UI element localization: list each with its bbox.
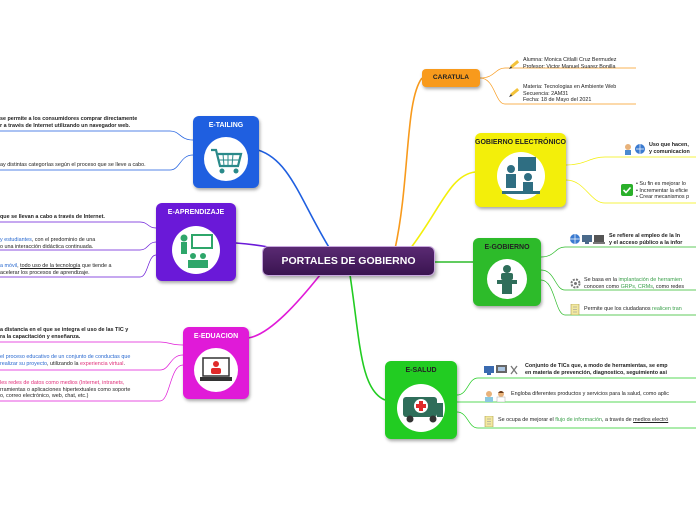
computer-tools-icon: [484, 365, 518, 375]
caratula-date: Fecha: 18 de Mayo del 2021: [523, 97, 592, 104]
e-educacion-text-1-line-1: a distancia en el que se integra el uso …: [0, 327, 129, 333]
e-salud-text-3: Se ocupa de mejorar el flujo de informac…: [498, 417, 668, 424]
government-officials-icon: [496, 152, 545, 200]
e-gobierno-text-2c: conocen como: [584, 283, 621, 290]
document-icon: [570, 304, 580, 315]
e-educacion-text-1: a distancia en el que se integra el uso …: [0, 327, 128, 340]
e-educacion-text-2e: .: [123, 360, 125, 367]
caratula-subject: Materia: Tecnologias en Ambiente Web: [523, 84, 617, 90]
e-aprendizaje-node[interactable]: E-APRENDIZAJE: [156, 203, 236, 281]
e-educacion-text-2a: el proceso educativo de un conjunto de c…: [0, 354, 131, 360]
caratula-sequence: Secuencia: 2AM31: [523, 90, 569, 97]
gear-icon: [570, 278, 581, 289]
e-gobierno-grps: GRPs, CRMs: [620, 283, 653, 290]
e-educacion-title: E-EDUACION: [193, 333, 239, 340]
e-educacion-text-3a: les redes de datos como medios (Internet…: [0, 380, 125, 386]
e-aprendizaje-tech-use: todo uso de la tecnología: [20, 263, 81, 269]
ambulance-icon: [397, 384, 445, 432]
e-salud-node[interactable]: E-SALUD: [385, 361, 457, 439]
gobierno-electronico-node[interactable]: GOBIERNO ELECTRÓNICO: [475, 133, 566, 207]
e-salud-text-2: Engloba diferentes productos y servicios…: [511, 391, 669, 397]
e-educacion-project: realizar su proyecto: [0, 360, 48, 367]
e-gobierno-text-3a: Permite que los ciudadanos: [584, 306, 653, 312]
e-salud-text-3a: Se ocupa de mejorar el: [498, 417, 556, 423]
e-educacion-node[interactable]: E-EDUACION: [183, 327, 249, 399]
e-salud-electronic-media: medios electró: [633, 417, 669, 423]
e-aprendizaje-text-2c: o una interacción didáctica continuada.: [0, 243, 94, 250]
e-gobierno-text-3: Permite que los ciudadanos realicen tran: [584, 306, 682, 313]
document-icon: [484, 416, 494, 427]
e-gobierno-text-2: Se basa en la implantación de herramien …: [584, 277, 684, 290]
pencil-icon: [509, 60, 520, 69]
e-educacion-text-3c: o, correo electrónico, web, chat, etc.): [0, 393, 89, 400]
classroom-icon: [172, 226, 220, 274]
e-gobierno-transactions: realicen tran: [652, 306, 682, 312]
e-salud-information-flow: flujo de información: [555, 417, 602, 423]
globe-computer-icon: [570, 234, 605, 244]
gobierno-electronico-bullet-3: • Crear mecanismos p: [636, 194, 690, 201]
caratula-item-2: Materia: Tecnologias en Ambiente Web Sec…: [523, 84, 616, 104]
e-salud-text-1-line-2: en materia de prevención, diagnostico, s…: [525, 369, 667, 376]
e-gobierno-title: E-GOBIERNO: [484, 244, 530, 251]
laptop-user-icon: [194, 348, 238, 392]
e-educacion-text-3b: rramientas o aplicaciones hipertextuales…: [0, 386, 131, 393]
e-aprendizaje-text-3: a móvil, todo uso de la tecnología que t…: [0, 263, 112, 276]
e-educacion-virtual: experiencia virtual: [80, 360, 124, 367]
pencil-icon: [509, 88, 520, 97]
e-tailing-text-1: se permite a los consumidores comprar di…: [0, 116, 137, 129]
gobierno-electronico-bullet-2: • Incrementar la eficie: [636, 187, 688, 194]
e-educacion-text-1-line-2: ra la capacitación y enseñanza.: [0, 333, 81, 340]
caratula-item-1: Alumna: Monica Citlalli Cruz Bermudez Pr…: [523, 57, 616, 70]
e-educacion-text-2c: , utilizando la: [47, 360, 81, 367]
e-salud-text-1: Conjunto de TICs que, a modo de herramie…: [525, 363, 668, 376]
central-topic[interactable]: PORTALES DE GOBIERNO: [263, 247, 434, 275]
gobierno-electronico-title: GOBIERNO ELECTRÓNICO: [475, 139, 567, 146]
e-tailing-text-1-line-1: se permite a los consumidores comprar di…: [0, 116, 138, 122]
caratula-teacher: Profesor: Victor Manuel Suarez Bonilla: [523, 63, 616, 70]
e-tailing-title: E-TAILING: [208, 122, 244, 129]
e-educacion-text-3: les redes de datos como medios (Internet…: [0, 380, 130, 400]
e-salud-text-1-line-1: Conjunto de TICs que, a modo de herramie…: [525, 363, 668, 369]
e-aprendizaje-text-1: que se llevan a cabo a través de Interne…: [0, 214, 105, 220]
e-gobierno-tools: implantación de herramien: [618, 277, 682, 283]
gobierno-electronico-bullets: • Su fin es mejorar lo • Incrementar la …: [636, 181, 689, 201]
doctors-icon: [485, 391, 506, 402]
gobierno-electronico-text-1-line-2: y comunicacion: [649, 148, 690, 155]
e-aprendizaje-text-2b: , con el predominio de una: [31, 237, 96, 243]
e-gobierno-text-2a: Se basa en la: [584, 277, 619, 283]
people-globe-icon: [625, 144, 645, 155]
caratula-student: Alumna: Monica Citlalli Cruz Bermudez: [523, 57, 617, 63]
e-aprendizaje-text-3d: que tiende a: [80, 263, 112, 269]
e-tailing-text-1-line-2: r a través de Internet utilizando un nav…: [0, 122, 131, 129]
gobierno-electronico-text-1: Uso que hacen, y comunicacion: [649, 142, 690, 155]
shopping-cart-icon: [204, 137, 248, 181]
e-tailing-node[interactable]: E-TAILING: [193, 116, 259, 188]
e-gobierno-text-1: Se refiere al empleo de la In y el acces…: [609, 233, 682, 246]
e-aprendizaje-mobile: a móvil: [0, 263, 18, 269]
caratula-node[interactable]: CARATULA: [422, 69, 480, 87]
e-gobierno-node[interactable]: E-GOBIERNO: [473, 238, 541, 306]
e-educacion-text-2: el proceso educativo de un conjunto de c…: [0, 354, 130, 367]
e-aprendizaje-title: E-APRENDIZAJE: [167, 209, 225, 216]
e-salud-title: E-SALUD: [405, 367, 437, 374]
e-gobierno-text-1-line-1: Se refiere al empleo de la In: [609, 233, 681, 239]
e-gobierno-text-1-line-2: y el acceso público a la infor: [609, 239, 683, 246]
e-gobierno-text-2e: , como redes: [652, 283, 685, 290]
gobierno-electronico-bullet-1: • Su fin es mejorar lo: [636, 181, 686, 187]
e-tailing-text-2: ay distintas categorías según el proceso…: [0, 162, 146, 168]
e-aprendizaje-students: y estudiantes: [0, 237, 32, 243]
e-aprendizaje-text-2: y estudiantes, con el predominio de una …: [0, 237, 95, 250]
e-aprendizaje-text-3e: acelerar los procesos de aprendizaje.: [0, 269, 90, 276]
e-aprendizaje-sep: ,: [17, 263, 21, 269]
e-salud-text-3c: , a través de: [601, 417, 634, 423]
speaker-podium-icon: [487, 259, 527, 299]
check-icon: [621, 184, 633, 196]
gobierno-electronico-text-1-line-1: Uso que hacen,: [649, 142, 689, 148]
